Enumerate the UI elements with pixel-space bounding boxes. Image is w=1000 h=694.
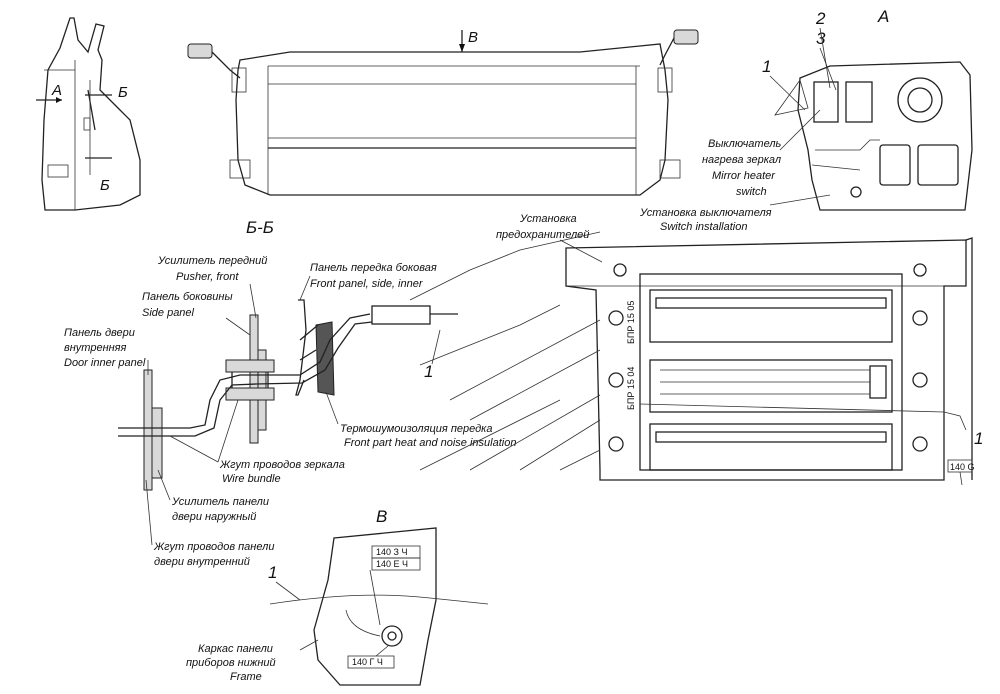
- section-bb-drawing: [118, 299, 458, 491]
- callout-1-middle: 1: [424, 362, 433, 381]
- view-letter-a-title: А: [877, 7, 889, 26]
- door-harness-ru-1: Жгут проводов панели: [153, 541, 274, 553]
- door-harness-ru-2: двери внутренний: [154, 556, 250, 568]
- view-v-title: В: [376, 507, 387, 526]
- frame-en: Frame: [230, 671, 262, 683]
- mirror-bundle-ru: Жгут проводов зеркала: [219, 459, 345, 471]
- front-side-panel-en: Front panel, side, inner: [310, 278, 424, 290]
- mirror-switch-en-2: switch: [736, 186, 767, 198]
- callout-1-top: 1: [762, 57, 771, 76]
- front-side-panel-ru: Панель передка боковая: [310, 262, 437, 274]
- wire-tag-v-2: 140 Е Ч: [376, 559, 408, 569]
- view-v-panel: [269, 527, 489, 686]
- mirror-switch-ru-2: нагрева зеркал: [702, 154, 781, 166]
- frame-ru-1: Каркас панели: [198, 643, 273, 655]
- callout-1-bottom: 1: [268, 563, 277, 582]
- mirror-switch-en-1: Mirror heater: [712, 170, 776, 182]
- insulation-en: Front part heat and noise insulation: [344, 437, 516, 449]
- fuse-install-ru-1: Установка: [519, 213, 577, 225]
- view-letter-a: А: [51, 82, 62, 99]
- insulation-ru: Термошумоизоляция передка: [340, 423, 493, 435]
- callout-2: 2: [815, 9, 826, 28]
- door-outer-ru-2: двери наружный: [172, 511, 256, 523]
- wire-tag-right: 140 G: [950, 462, 975, 472]
- side-panel-en: Side panel: [142, 307, 195, 319]
- side-panel-ru: Панель боковины: [142, 291, 233, 303]
- wire-tag-v-1: 140 З Ч: [376, 547, 407, 557]
- mirror-bundle-en: Wire bundle: [222, 473, 281, 485]
- fuse-block-2-label: БПР 15 04: [626, 367, 636, 410]
- callout-3: 3: [816, 29, 826, 48]
- cab-front-view: [187, 29, 699, 196]
- switch-panel-view-a: [797, 61, 973, 211]
- pusher-en: Pusher, front: [176, 271, 239, 283]
- fuse-block-1-label: БПР 15 05: [626, 301, 636, 344]
- section-letter-b-bottom: Б: [100, 177, 110, 194]
- mirror-switch-label: Выключатель нагрева зеркал Mirror heater…: [702, 138, 782, 198]
- switch-install-ru: Установка выключателя: [639, 207, 772, 219]
- wire-tag-frame: 140 Г Ч: [352, 657, 383, 667]
- mirror-switch-ru-1: Выключатель: [708, 138, 782, 150]
- pusher-ru: Усилитель передний: [157, 255, 267, 267]
- door-outer-ru-1: Усилитель панели: [171, 496, 269, 508]
- fuse-block-assembly: [419, 237, 973, 481]
- frame-ru-2: приборов нижний: [186, 657, 276, 669]
- door-inner-ru-1: Панель двери: [64, 327, 135, 339]
- view-letter-v-top: В: [468, 29, 478, 46]
- cab-side-view: [36, 17, 141, 211]
- door-inner-en: Door inner panel: [64, 357, 146, 369]
- section-title-bb: Б-Б: [246, 218, 274, 237]
- switch-install-en: Switch installation: [660, 221, 747, 233]
- section-labels: Усилитель передний Pusher, front Панель …: [64, 255, 516, 568]
- callout-1-right: 1: [974, 429, 983, 448]
- fuse-install-ru-2: предохранителей: [496, 229, 589, 241]
- door-inner-ru-2: внутренняя: [64, 342, 127, 354]
- section-letter-b-top: Б: [118, 84, 128, 101]
